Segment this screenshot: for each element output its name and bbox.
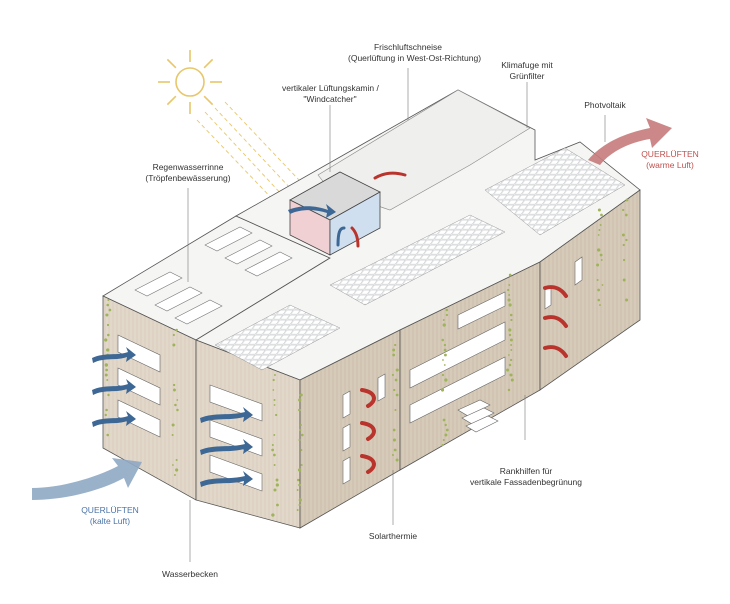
sun-icon [158,50,222,114]
label-wasserbecken: Wasserbecken [162,569,218,579]
roof-planters [134,226,293,325]
photovoltaic-panels [214,147,626,371]
label-photovoltaik: Photvoltaik [584,100,626,110]
middle-wing-windows [409,291,506,424]
label-solarthermie: Solarthermie [368,531,418,541]
label-frischluftschneise: Frischluftschneise (Querlüftung in West-… [348,42,482,63]
label-klimafuge: Klimafuge mit Grünfilter [501,60,553,81]
label-querlueften-kalt: QUERLÜFTEN (kalte Luft) [81,505,139,526]
left-wing-windows [117,334,161,438]
right-facade-windows [342,373,386,485]
right-wing-facade [539,189,641,391]
label-rankhilfen: Rankhilfen für vertikale Fassadenbegrünu… [470,466,582,487]
entrance-stairs [457,399,499,433]
warm-air-big-arrow [588,118,672,165]
label-querlueften-warm: QUERLÜFTEN (warme Luft) [641,149,699,170]
facade-greenery [104,198,629,517]
cold-air-big-arrow [32,458,142,500]
cold-air-inflow-arrows [92,347,253,487]
windcatcher-airflow [336,171,407,248]
right-wing-windows [544,256,583,310]
leader-lines [187,68,606,562]
warm-air-outflow-arrows [360,285,568,474]
label-windcatcher: vertikaler Lüftungskamin / "Windcatcher" [282,83,379,104]
windcatcher-inflow-arrow [288,204,336,218]
label-regenwasserrinne: Regenwasserrinne (Tröpfenbewässerung) [145,162,231,183]
main-front-windows [209,384,263,492]
